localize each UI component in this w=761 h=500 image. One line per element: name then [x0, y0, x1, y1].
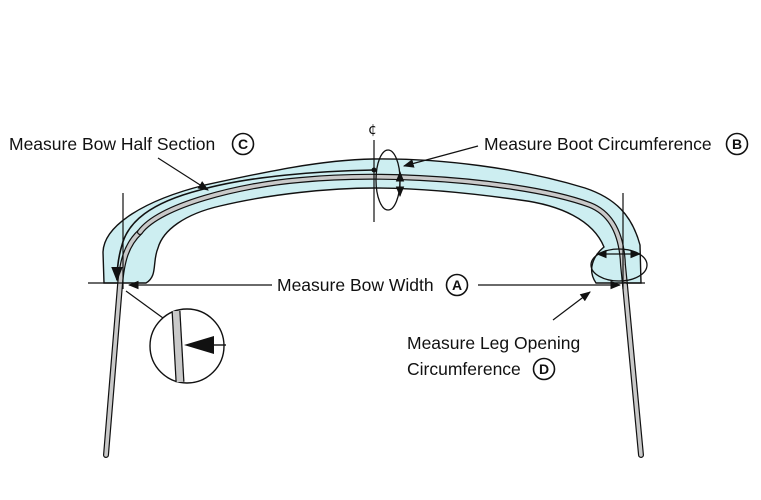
centerline-symbol: ¢ [368, 122, 377, 138]
svg-text:A: A [452, 277, 462, 293]
badge-b: B [725, 132, 749, 156]
centerline-dot [371, 167, 377, 173]
magnified-tube [172, 310, 184, 383]
badge-a: A [445, 273, 469, 297]
leg-opening-leader [552, 291, 591, 321]
half-section-measure-curve [111, 169, 375, 282]
leg-opening-loop [590, 248, 648, 282]
label-bow-width: Measure Bow Width [277, 275, 434, 295]
label-leg-opening-line2: Circumference [407, 359, 521, 379]
badge-c: C [231, 132, 255, 156]
magnifier-circle [149, 308, 225, 384]
label-boot-circumference: Measure Boot Circumference [484, 134, 712, 154]
boot-circumference-leader [402, 145, 479, 168]
svg-text:B: B [732, 136, 742, 152]
svg-text:D: D [539, 361, 549, 377]
magnifier-arrow [184, 336, 214, 354]
badge-d: D [532, 357, 556, 381]
svg-text:C: C [238, 136, 248, 152]
half-section-leader [157, 157, 209, 191]
magnifier-leader [125, 290, 164, 319]
label-leg-opening-line1: Measure Leg Opening [407, 333, 580, 353]
label-bow-half-section: Measure Bow Half Section [9, 134, 215, 154]
